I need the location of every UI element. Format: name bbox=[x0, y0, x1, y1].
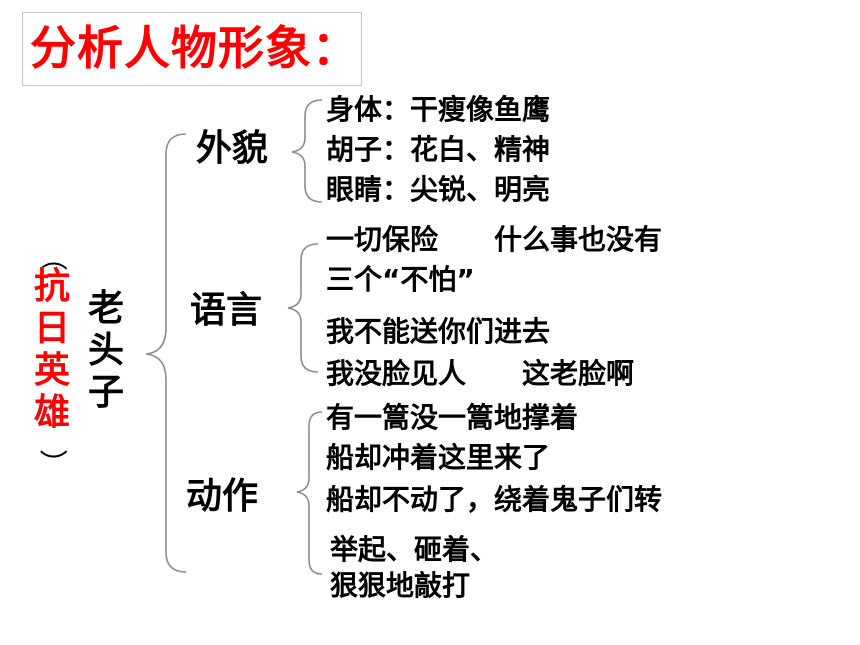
speech-item-safe: 一切保险 什么事也没有 bbox=[326, 223, 663, 256]
appearance-brace bbox=[291, 99, 323, 203]
action-item-raise-smash: 举起、砸着、 bbox=[330, 533, 499, 566]
appearance-item-body: 身体：干瘦像鱼鹰 bbox=[326, 93, 551, 126]
category-speech: 语言 bbox=[190, 290, 263, 331]
action-item-pole: 有一篙没一篙地撑着 bbox=[326, 401, 579, 434]
main-brace bbox=[145, 133, 187, 573]
category-appearance: 外貌 bbox=[196, 128, 269, 169]
speech-item-cannot-send: 我不能送你们进去 bbox=[326, 315, 551, 348]
speech-item-not-afraid: 三个“不怕” bbox=[326, 263, 475, 296]
title-box bbox=[22, 12, 362, 86]
action-item-boat-circles: 船却不动了，绕着鬼子们转 bbox=[326, 483, 663, 516]
action-brace bbox=[296, 411, 323, 575]
theme-label: 抗日英雄 bbox=[33, 266, 70, 433]
page-title: 分析人物形象： bbox=[30, 21, 359, 75]
speech-brace bbox=[287, 243, 319, 373]
subject-label: 老头子 bbox=[87, 288, 124, 413]
action-item-boat-comes: 船却冲着这里来了 bbox=[326, 441, 551, 474]
appearance-item-beard: 胡子：花白、精神 bbox=[326, 133, 551, 166]
action-item-beat: 狠狠地敲打 bbox=[330, 569, 471, 602]
category-action: 动作 bbox=[186, 476, 259, 517]
speech-item-no-face: 我没脸见人 这老脸啊 bbox=[326, 357, 635, 390]
appearance-item-eyes: 眼睛：尖锐、明亮 bbox=[326, 173, 551, 206]
